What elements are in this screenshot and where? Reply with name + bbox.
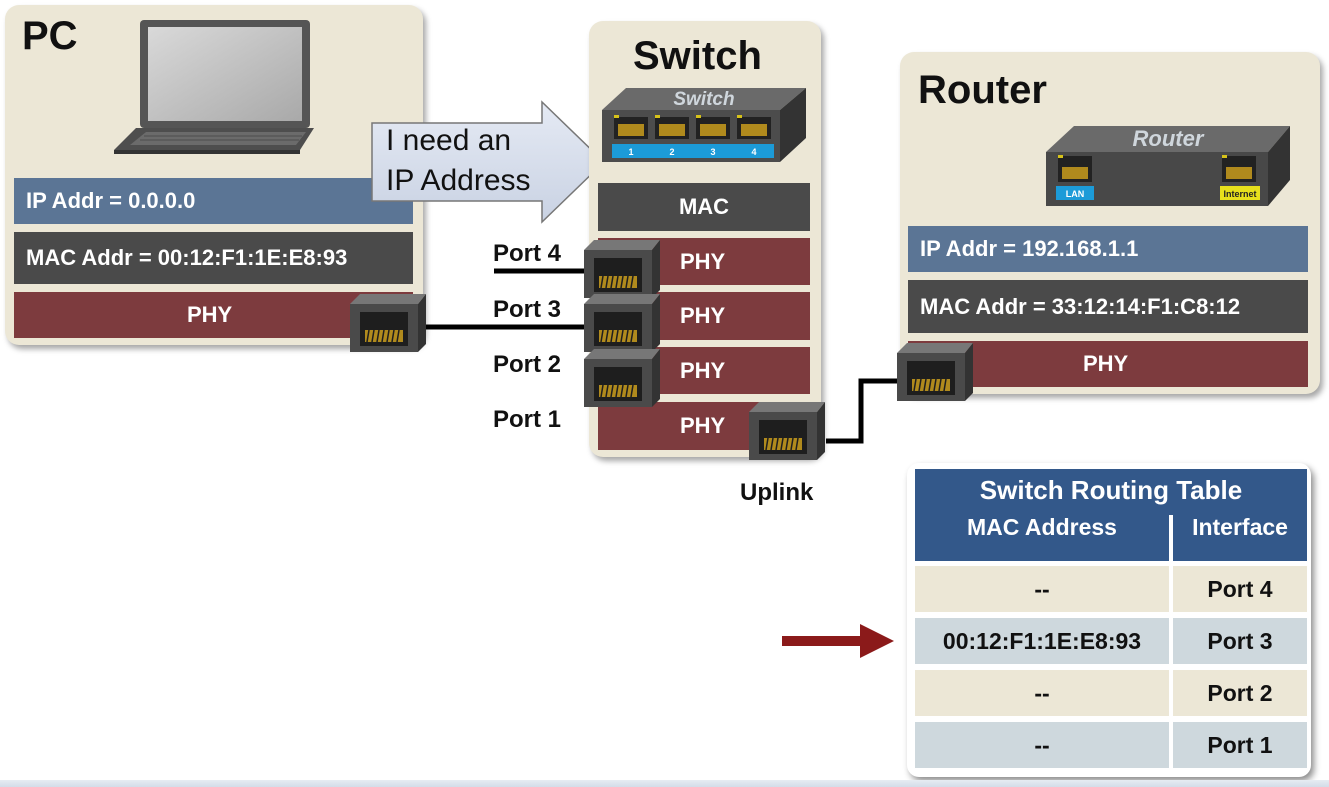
router-title: Router — [918, 68, 1047, 112]
bottom-strip — [0, 780, 1329, 787]
col-header-mac: MAC Address — [967, 514, 1117, 540]
col-divider — [1169, 515, 1173, 561]
router-internet-label: Internet — [1223, 189, 1256, 199]
router-phy-label: PHY — [1083, 351, 1129, 376]
table-row-3-mac: -- — [915, 670, 1169, 716]
switch-uplink-rj45-icon — [749, 402, 825, 460]
table-row-2-interface: Port 3 — [1173, 618, 1307, 664]
switch-port2-rj45-icon — [584, 349, 660, 407]
callout-text-line2: IP Address — [386, 164, 531, 197]
switch-device-label: Switch — [673, 89, 734, 110]
pc-ip-address: IP Addr = 0.0.0.0 — [14, 178, 413, 224]
table-row-4-mac: -- — [915, 722, 1169, 768]
pc-title: PC — [22, 14, 78, 58]
table-row-1-mac: -- — [915, 566, 1169, 612]
port1-label: Port 1 — [493, 406, 562, 433]
switch-port-number-4: 4 — [751, 147, 756, 157]
switch-phy-label-2: PHY — [680, 357, 726, 383]
routing-table-header — [915, 469, 1307, 561]
callout-arrow — [371, 100, 606, 224]
router-device-label: Router — [1133, 126, 1205, 151]
router-panel — [900, 52, 1320, 394]
router-mac-address: MAC Addr = 33:12:14:F1:C8:12 — [908, 280, 1308, 333]
switch-device-icon: Switch 1 2 3 4 — [602, 88, 806, 162]
table-row-2-mac: 00:12:F1:1E:E8:93 — [915, 618, 1169, 664]
switch-port3-rj45-icon — [584, 294, 660, 352]
uplink-to-router-cable — [826, 378, 898, 444]
router-phy-layer: PHY — [908, 341, 1308, 387]
switch-routing-table: Switch Routing Table MAC Address Interfa… — [907, 463, 1311, 777]
switch-phy-label-3: PHY — [680, 303, 726, 328]
routing-table-title: Switch Routing Table — [979, 475, 1243, 505]
port4-label: Port 4 — [493, 240, 562, 267]
switch-title: Switch — [633, 34, 762, 78]
router-ip-address: IP Addr = 192.168.1.1 — [908, 226, 1308, 272]
pc-phy-label: PHY — [187, 302, 233, 327]
router-lan-label: LAN — [1066, 189, 1085, 199]
callout-text-line1: I need an — [386, 124, 512, 157]
switch-port-number-1: 1 — [628, 147, 633, 157]
uplink-label: Uplink — [740, 479, 814, 506]
pc-mac-address: MAC Addr = 00:12:F1:1E:E8:93 — [14, 232, 413, 284]
pc-rj45-port-icon — [350, 294, 426, 352]
port3-label: Port 3 — [493, 296, 562, 323]
switch-port-number-3: 3 — [710, 147, 715, 157]
port2-label: Port 2 — [493, 351, 562, 378]
table-row-1-interface: Port 4 — [1173, 566, 1307, 612]
pointer-arrow — [782, 624, 894, 658]
pc-phy-layer: PHY — [14, 292, 413, 338]
switch-mac-layer: MAC — [598, 183, 810, 231]
col-header-interface: Interface — [1192, 514, 1288, 540]
router-device-icon: Router LAN Internet — [1046, 126, 1290, 206]
switch-phy-label-1: PHY — [680, 413, 726, 438]
table-row-3-interface: Port 2 — [1173, 670, 1307, 716]
switch-port-number-2: 2 — [669, 147, 674, 157]
router-rj45-port-icon — [897, 343, 973, 401]
laptop-icon — [114, 20, 314, 154]
switch-port4-rj45-icon — [584, 240, 660, 298]
switch-phy-label-4: PHY — [680, 248, 726, 274]
table-row-4-interface: Port 1 — [1173, 722, 1307, 768]
